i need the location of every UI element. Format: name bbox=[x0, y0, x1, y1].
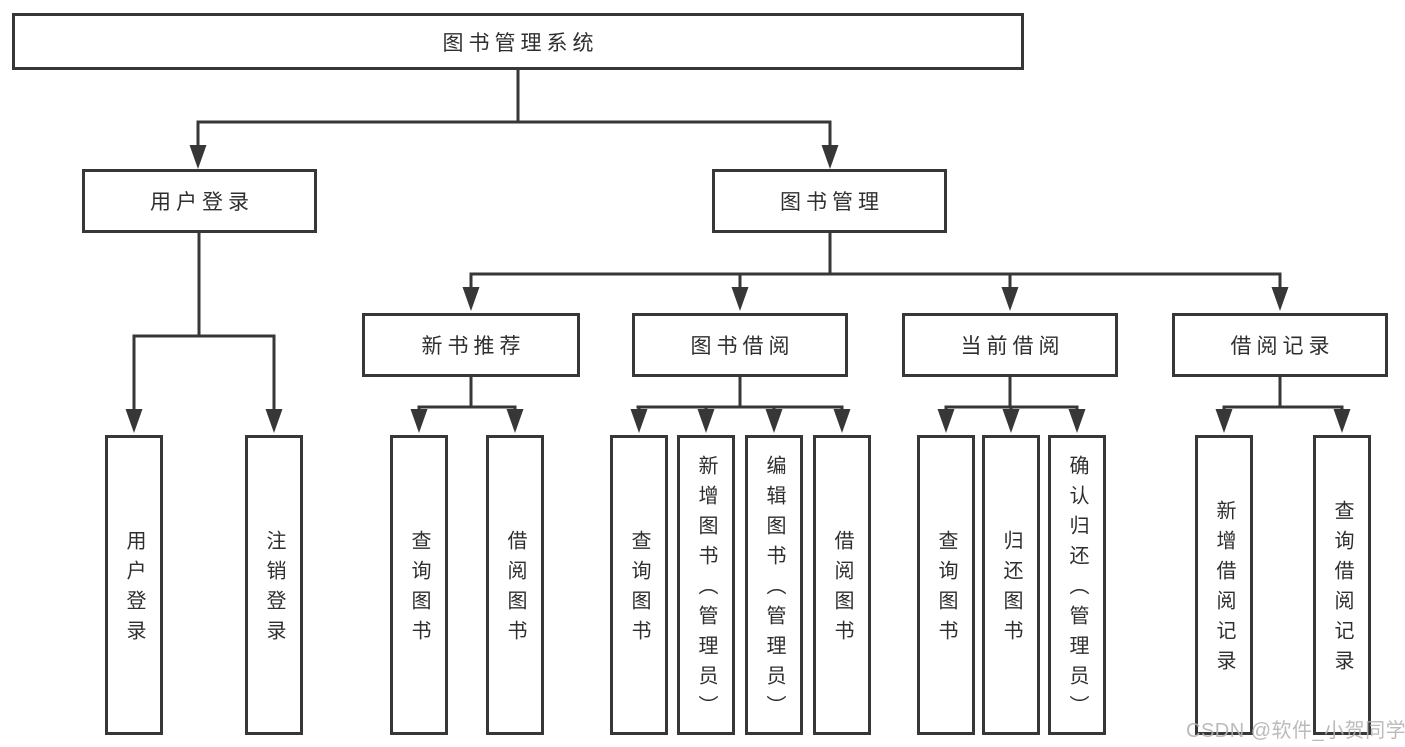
node-leaf-query-borrow-record-label: 查询借阅记录 bbox=[1331, 500, 1353, 680]
node-leaf-query-books-recommend: 查询图书 bbox=[390, 435, 448, 735]
node-current-borrowing-label: 当前借阅 bbox=[960, 335, 1065, 358]
node-leaf-add-borrow-record: 新增借阅记录 bbox=[1195, 435, 1253, 735]
node-book-borrowing-label: 图书借阅 bbox=[690, 335, 795, 358]
node-leaf-logout-login-label: 注销登录 bbox=[263, 530, 285, 650]
node-leaf-add-borrow-record-label: 新增借阅记录 bbox=[1213, 500, 1235, 680]
connector-new-book-recommendation-to-children bbox=[410, 377, 524, 433]
node-leaf-logout-login: 注销登录 bbox=[245, 435, 303, 735]
connector-root-to-level2 bbox=[189, 70, 839, 169]
node-borrowing-records: 借阅记录 bbox=[1172, 313, 1388, 377]
watermark: CSDN @软件_小贺同学 bbox=[1186, 720, 1405, 742]
node-leaf-return-books-label: 归还图书 bbox=[1000, 530, 1022, 650]
node-leaf-add-books-admin: 新增图书（管理员） bbox=[677, 435, 735, 735]
node-new-book-recommendation-label: 新书推荐 bbox=[421, 335, 526, 358]
node-leaf-query-books-borrowing-label: 查询图书 bbox=[628, 530, 650, 650]
node-book-management: 图书管理 bbox=[712, 169, 947, 233]
node-user-login: 用户登录 bbox=[82, 169, 317, 233]
node-leaf-borrow-books-recommend-label: 借阅图书 bbox=[504, 530, 526, 650]
node-leaf-query-books-current-label: 查询图书 bbox=[935, 530, 957, 650]
node-leaf-confirm-return-admin-label: 确认归还（管理员） bbox=[1066, 455, 1088, 725]
node-leaf-edit-books-admin-label: 编辑图书（管理员） bbox=[763, 455, 785, 725]
node-library-management-system-label: 图书管理系统 bbox=[442, 31, 599, 55]
node-leaf-edit-books-admin: 编辑图书（管理员） bbox=[745, 435, 803, 735]
connector-book-management-to-level3 bbox=[462, 233, 1289, 311]
node-user-login-label: 用户登录 bbox=[150, 191, 254, 214]
node-leaf-return-books: 归还图书 bbox=[982, 435, 1040, 735]
node-leaf-query-books-borrowing: 查询图书 bbox=[610, 435, 668, 735]
node-leaf-borrow-books-label: 借阅图书 bbox=[831, 530, 853, 650]
node-current-borrowing: 当前借阅 bbox=[902, 313, 1118, 377]
connector-user-login-to-children bbox=[125, 233, 283, 433]
node-library-management-system: 图书管理系统 bbox=[12, 13, 1024, 70]
node-leaf-query-books-current: 查询图书 bbox=[917, 435, 975, 735]
connector-current-borrowing-to-children bbox=[937, 377, 1086, 433]
node-leaf-query-books-recommend-label: 查询图书 bbox=[408, 530, 430, 650]
node-leaf-user-login: 用户登录 bbox=[105, 435, 163, 735]
node-leaf-query-borrow-record: 查询借阅记录 bbox=[1313, 435, 1371, 735]
connector-book-borrowing-to-children bbox=[630, 377, 851, 433]
node-leaf-user-login-label: 用户登录 bbox=[123, 530, 145, 650]
node-leaf-borrow-books: 借阅图书 bbox=[813, 435, 871, 735]
node-borrowing-records-label: 借阅记录 bbox=[1230, 335, 1335, 358]
node-book-management-label: 图书管理 bbox=[780, 191, 884, 214]
node-leaf-confirm-return-admin: 确认归还（管理员） bbox=[1048, 435, 1106, 735]
node-leaf-add-books-admin-label: 新增图书（管理员） bbox=[695, 455, 717, 725]
node-book-borrowing: 图书借阅 bbox=[632, 313, 848, 377]
node-new-book-recommendation: 新书推荐 bbox=[362, 313, 580, 377]
node-leaf-borrow-books-recommend: 借阅图书 bbox=[486, 435, 544, 735]
connector-borrowing-records-to-children bbox=[1215, 377, 1351, 433]
